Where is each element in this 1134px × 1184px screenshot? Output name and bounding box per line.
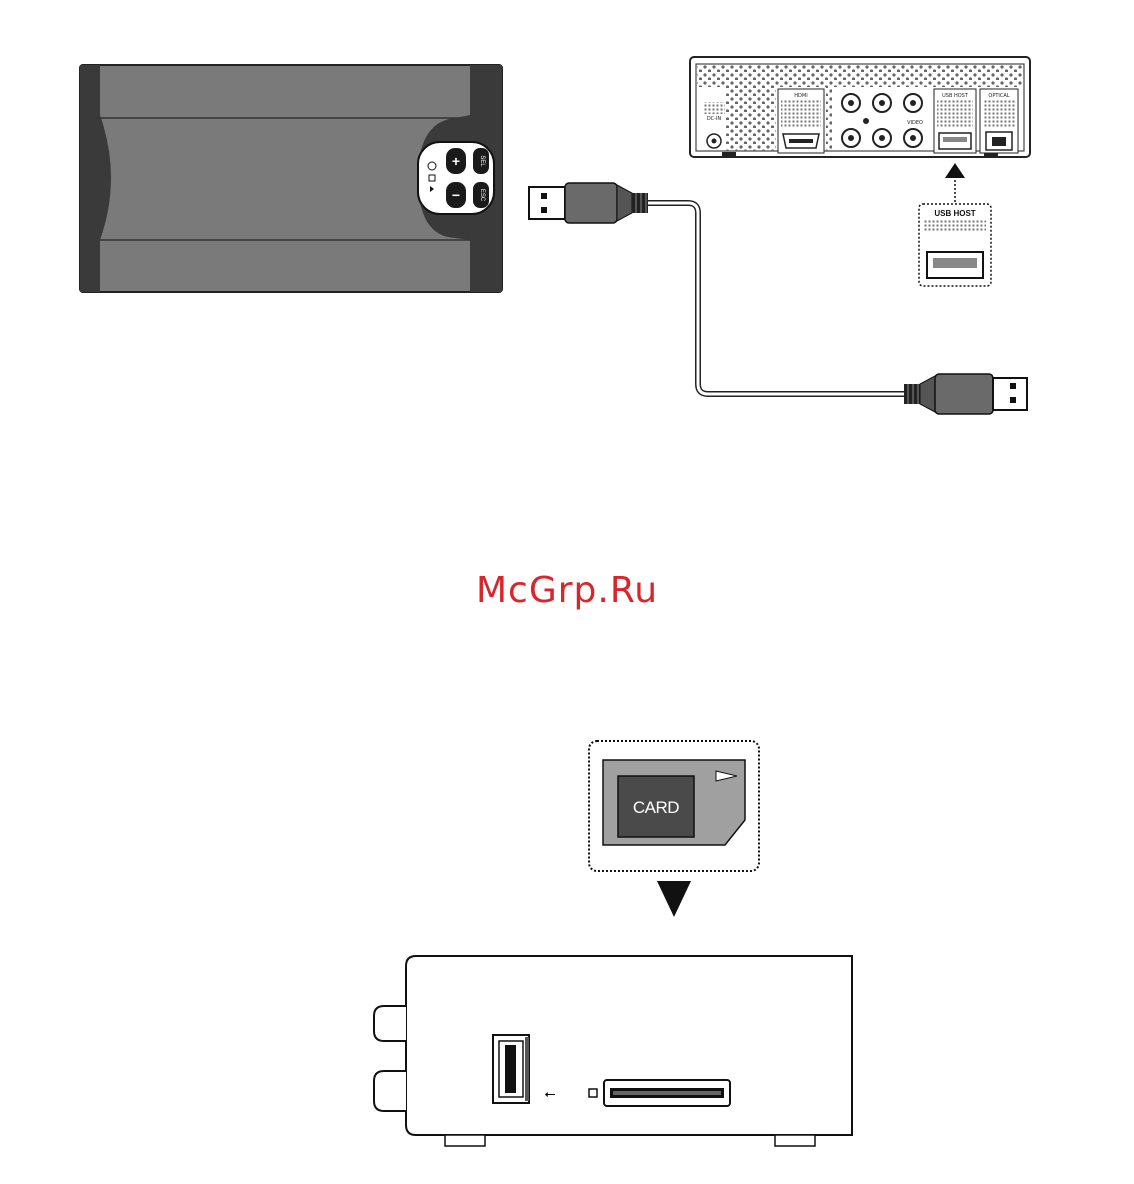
hdd-esc-label: ESC	[479, 189, 485, 202]
svg-text:USB HOST: USB HOST	[942, 93, 969, 99]
external-hdd: + − SEL ESC	[80, 65, 502, 292]
usb-host-callout: USB HOST	[919, 204, 991, 286]
hdd-minus-button: −	[452, 187, 460, 203]
hdd-sel-label: SEL	[479, 155, 485, 167]
usb-host-arrow	[945, 163, 965, 204]
media-player-side-view: ⭠	[374, 956, 852, 1146]
memory-card-callout: CARD	[589, 741, 759, 871]
usb-symbol-icon: ⭠	[544, 1086, 555, 1102]
svg-text:HDMI: HDMI	[794, 93, 807, 99]
svg-text:OPTICAL: OPTICAL	[988, 93, 1009, 99]
card-led-indicator	[589, 1089, 597, 1097]
side-knob-bottom	[374, 1071, 406, 1111]
side-knob-top	[374, 1006, 406, 1041]
watermark: McGrp.Ru	[0, 570, 1134, 611]
usb-host-port: USB HOST	[934, 89, 976, 153]
usb-host-callout-label: USB HOST	[934, 209, 975, 218]
insert-arrow-icon	[657, 881, 691, 917]
card-slot	[604, 1080, 730, 1106]
svg-text:VIDEO: VIDEO	[907, 120, 923, 126]
hdmi-port: HDMI	[778, 89, 824, 153]
media-player-back-panel: DC-IN HDMI VIDEO USB HOST	[690, 57, 1030, 158]
svg-text:DC-IN: DC-IN	[707, 116, 722, 122]
optical-port: OPTICAL	[980, 89, 1018, 153]
hdd-plus-button: +	[452, 153, 460, 169]
card-label: CARD	[633, 798, 679, 817]
